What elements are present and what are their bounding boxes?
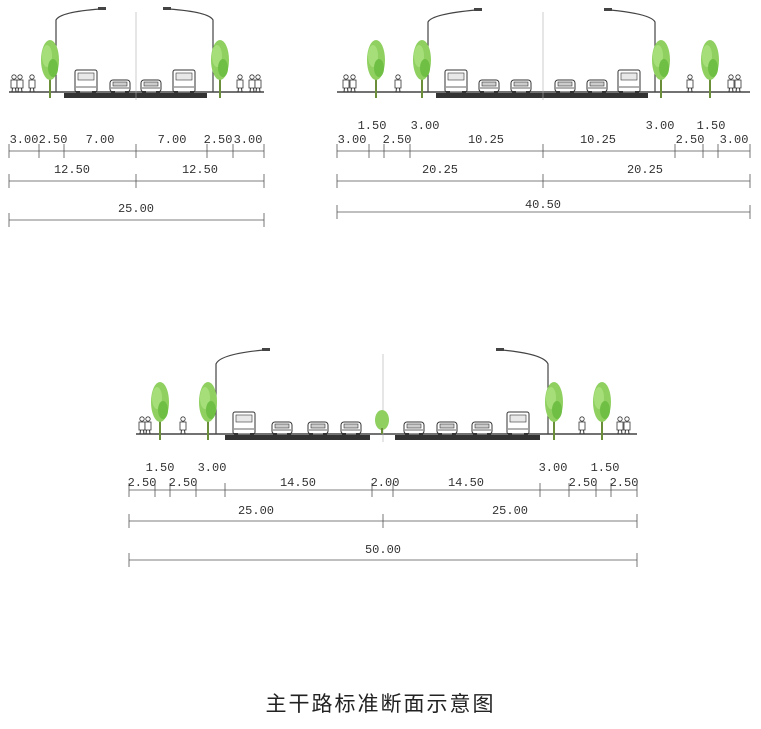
pedestrian-icon [616, 416, 624, 435]
dimension-label: 3.00 [539, 461, 568, 475]
dimension-label: 12.50 [54, 163, 90, 177]
dimension-label: 1.50 [146, 461, 175, 475]
dimension-label: 10.25 [580, 133, 616, 147]
dimension-label: 1.50 [358, 119, 387, 133]
pedestrian-icon [144, 416, 152, 435]
pedestrian-icon [623, 416, 631, 435]
tree-icon [593, 382, 611, 440]
car-icon [554, 79, 576, 94]
pedestrian-icon [236, 74, 244, 93]
pedestrian-icon [734, 74, 742, 93]
pedestrian-icon [349, 74, 357, 93]
car-icon [307, 421, 329, 436]
total-width-label: 40.50 [525, 198, 561, 212]
dimension-label: 3.00 [198, 461, 227, 475]
section-40-5-dimensions [336, 144, 751, 219]
tree-icon [151, 382, 169, 440]
dimension-label: 2.50 [676, 133, 705, 147]
pedestrian-icon [28, 74, 36, 93]
van-icon [506, 411, 530, 436]
car-icon [140, 79, 162, 94]
dimension-label: 2.50 [569, 476, 598, 490]
diagram-caption: 主干路标准断面示意图 [265, 692, 496, 716]
section-40-5: 1.50 3.00 3.00 1.50 3.00 2.50 10.25 10.2… [336, 8, 751, 219]
dimension-label: 2.50 [383, 133, 412, 147]
car-icon [510, 79, 532, 94]
car-icon [340, 421, 362, 436]
dimension-label: 3.00 [720, 133, 749, 147]
car-icon [478, 79, 500, 94]
section-25-scene [9, 7, 264, 100]
dimension-label: 14.50 [448, 476, 484, 490]
pedestrian-icon [578, 416, 586, 435]
dimension-label: 3.00 [338, 133, 367, 147]
pedestrian-icon [10, 74, 18, 93]
dimension-label: 25.00 [238, 504, 274, 518]
pedestrian-icon [254, 74, 262, 93]
section-50-dimensions [128, 483, 638, 567]
car-icon [109, 79, 131, 94]
dimension-label: 20.25 [627, 163, 663, 177]
dimension-label: 14.50 [280, 476, 316, 490]
van-icon [172, 69, 196, 94]
car-icon [471, 421, 493, 436]
dimension-label: 2.50 [128, 476, 157, 490]
pedestrian-icon [727, 74, 735, 93]
car-icon [586, 79, 608, 94]
dimension-label: 7.00 [158, 133, 187, 147]
dimension-label: 2.50 [39, 133, 68, 147]
dimension-label: 3.00 [10, 133, 39, 147]
pedestrian-icon [248, 74, 256, 93]
car-icon [436, 421, 458, 436]
car-icon [271, 421, 293, 436]
dimension-label: 20.25 [422, 163, 458, 177]
pedestrian-icon [342, 74, 350, 93]
pedestrian-icon [16, 74, 24, 93]
dimension-label: 1.50 [697, 119, 726, 133]
dimension-label: 25.00 [492, 504, 528, 518]
section-25-dimensions [8, 144, 265, 227]
dimension-label: 12.50 [182, 163, 218, 177]
van-icon [444, 69, 468, 94]
van-icon [74, 69, 98, 94]
dimension-label: 10.25 [468, 133, 504, 147]
median-shrub-icon [375, 410, 389, 434]
pedestrian-icon [394, 74, 402, 93]
tree-icon [199, 382, 217, 440]
tree-icon [367, 40, 385, 98]
dimension-label: 3.00 [234, 133, 263, 147]
dimension-label: 2.50 [610, 476, 639, 490]
dimension-label: 2.50 [204, 133, 233, 147]
tree-icon [701, 40, 719, 98]
pedestrian-icon [138, 416, 146, 435]
section-50: 1.50 3.00 3.00 1.50 2.50 2.50 14.50 2.00… [128, 348, 639, 567]
section-25: 3.00 2.50 7.00 7.00 2.50 3.00 12.50 12.5… [8, 7, 265, 227]
dimension-label: 1.50 [591, 461, 620, 475]
van-icon [232, 411, 256, 436]
dimension-label: 3.00 [646, 119, 675, 133]
section-40-5-scene [337, 8, 750, 100]
pedestrian-icon [179, 416, 187, 435]
van-icon [617, 69, 641, 94]
dimension-label: 2.50 [169, 476, 198, 490]
pedestrian-icon [686, 74, 694, 93]
dimension-label: 2.00 [371, 476, 400, 490]
section-50-scene [136, 348, 637, 442]
car-icon [403, 421, 425, 436]
dimension-label: 3.00 [411, 119, 440, 133]
dimension-label: 7.00 [86, 133, 115, 147]
tree-icon [211, 40, 229, 98]
total-width-label: 50.00 [365, 543, 401, 557]
total-width-label: 25.00 [118, 202, 154, 216]
